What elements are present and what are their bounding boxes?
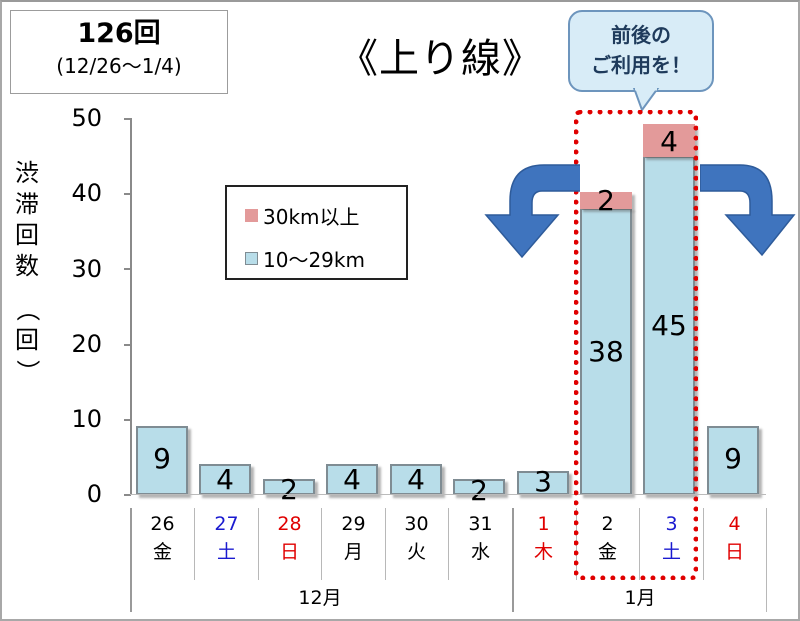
weekday: 水: [470, 541, 490, 563]
callout-tail-icon: [632, 88, 660, 112]
y-tick-label: 40: [71, 179, 102, 207]
y-label-char: 回: [15, 221, 39, 249]
day-number: 26: [150, 513, 175, 535]
weekday: 日: [724, 541, 744, 563]
x-category-1-2: 2 金: [576, 510, 639, 566]
bar-1-2-10-29km: [580, 208, 632, 495]
y-tick-mark: [124, 118, 131, 120]
x-category-12-27: 27 土: [195, 510, 258, 566]
bar-1-2-30km: [580, 192, 632, 209]
swatch-10-29km-icon: [245, 252, 258, 265]
day-number: 4: [728, 513, 741, 535]
x-separator: [639, 508, 640, 580]
x-separator: [130, 508, 132, 612]
weekday: 日: [279, 541, 299, 563]
y-tick-label: 0: [86, 480, 102, 508]
y-label-char: 渋: [15, 159, 39, 187]
bar-value: 9: [153, 442, 171, 475]
bar-value: 4: [343, 463, 361, 496]
x-separator: [321, 508, 322, 580]
day-number: 31: [468, 513, 493, 535]
weekday: 金: [152, 541, 172, 563]
y-axis-line: [130, 118, 132, 495]
y-tick-label: 50: [71, 104, 102, 132]
callout-line-1: 前後の: [611, 23, 671, 47]
bar-value: 3: [534, 465, 552, 498]
x-category-12-31: 31 水: [449, 510, 512, 566]
y-label-char: 数: [15, 252, 39, 280]
y-tick-label: 30: [71, 255, 102, 283]
peak-highlight-box: [574, 110, 698, 580]
day-number: 3: [665, 513, 678, 535]
y-label-char: 滞: [15, 190, 39, 218]
legend-label: 30km以上: [263, 205, 360, 229]
weekday: 土: [661, 541, 681, 563]
bar-value: 2: [470, 474, 488, 507]
day-number: 30: [404, 513, 429, 535]
bar-value: 4: [407, 463, 425, 496]
bar-value: 9: [724, 442, 742, 475]
legend-item-10-29km: 10〜29km: [245, 244, 365, 273]
weekday: 金: [597, 541, 617, 563]
x-axis-line: [130, 494, 766, 495]
bar-1-4: [707, 426, 759, 495]
y-tick-label: 10: [71, 405, 102, 433]
day-number: 2: [601, 513, 614, 535]
day-number: 1: [537, 513, 550, 535]
day-number: 29: [341, 513, 366, 535]
curved-arrow-right-icon: [700, 164, 796, 257]
x-category-1-4: 4 日: [703, 510, 766, 566]
bar-value: 38: [588, 335, 624, 368]
x-separator: [385, 508, 386, 580]
x-separator: [512, 508, 514, 612]
y-axis-label: 渋 滞 回 数 （ 回 ）: [12, 158, 42, 387]
bar-value: 2: [597, 184, 615, 217]
legend: 30km以上 10〜29km: [225, 185, 408, 280]
bar-value: 4: [216, 463, 234, 496]
day-number: 28: [277, 513, 302, 535]
legend-item-30km: 30km以上: [245, 201, 360, 230]
y-tick-label: 20: [71, 330, 102, 358]
bar-value: 45: [651, 309, 687, 342]
month-label-december: 12月: [298, 587, 342, 609]
bar-value: 2: [280, 473, 298, 506]
x-category-12-26: 26 金: [131, 510, 194, 566]
callout-line-2: ご利用を！: [591, 53, 691, 77]
x-category-1-1: 1 木: [512, 510, 575, 566]
day-number: 27: [214, 513, 239, 535]
swatch-30km-icon: [245, 209, 258, 222]
y-tick-mark: [124, 419, 131, 421]
period: (12/26〜1/4): [56, 54, 182, 78]
x-category-12-28: 28 日: [258, 510, 321, 566]
x-separator: [194, 508, 195, 580]
y-label-char: ）: [13, 359, 42, 384]
legend-label: 10〜29km: [263, 248, 365, 272]
y-label-char: 回: [15, 326, 39, 354]
bar-value: 4: [660, 125, 678, 158]
summary-box: 126回 (12/26〜1/4): [10, 10, 228, 94]
weekday: 土: [216, 541, 236, 563]
bar-12-30: [390, 464, 442, 495]
weekday: 月: [343, 541, 363, 563]
curved-arrow-left-icon: [484, 164, 580, 259]
total-count: 126回: [77, 18, 161, 49]
chart-title: 《上り線》: [338, 36, 543, 82]
x-separator: [448, 508, 449, 580]
x-category-12-30: 30 火: [385, 510, 448, 566]
weekday: 火: [406, 541, 426, 563]
y-tick-mark: [124, 494, 131, 496]
weekday: 木: [533, 541, 553, 563]
y-label-char: （: [13, 297, 42, 322]
x-separator: [258, 508, 259, 580]
x-separator: [703, 508, 704, 580]
y-tick-mark: [124, 193, 131, 195]
bar-1-3-30km: [643, 124, 695, 157]
x-category-1-3: 3 土: [640, 510, 703, 566]
y-tick-mark: [124, 268, 131, 270]
x-category-12-29: 29 月: [322, 510, 385, 566]
month-label-january: 1月: [624, 587, 656, 609]
x-separator: [766, 508, 767, 612]
y-tick-mark: [124, 344, 131, 346]
callout-bubble: 前後の ご利用を！: [568, 10, 714, 92]
